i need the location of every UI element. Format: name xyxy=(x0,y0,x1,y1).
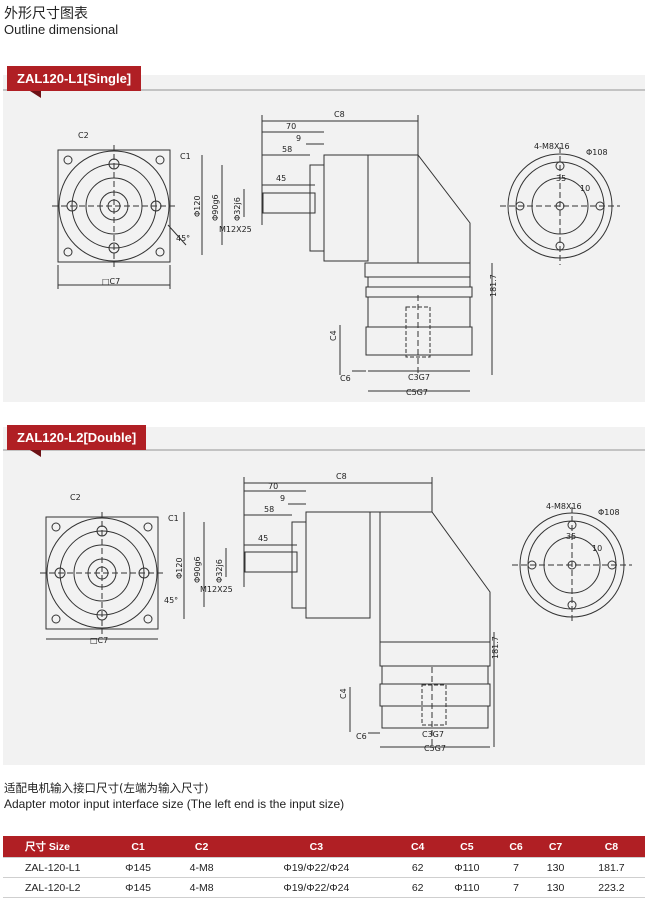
dim-phi120: Φ120 xyxy=(175,557,184,579)
dim-phi32: Φ32j6 xyxy=(233,197,242,221)
table-row: ZAL-120-L1 Φ145 4-M8 Φ19/Φ22/Φ24 62 Φ110… xyxy=(3,857,645,878)
dim-58: 58 xyxy=(264,505,274,514)
dim-45deg: 45° xyxy=(164,596,178,605)
dim-c5g7: C5G7 xyxy=(406,388,428,397)
table-cell: 130 xyxy=(533,877,578,898)
ribbon-tail xyxy=(30,450,41,457)
dim-70: 70 xyxy=(286,122,296,131)
table-cell: Φ19/Φ22/Φ24 xyxy=(232,857,401,878)
dim-c3g7: C3G7 xyxy=(408,373,430,382)
dim-c7: □C7 xyxy=(90,636,108,645)
dim-phi32: Φ32j6 xyxy=(215,559,224,583)
dim-9: 9 xyxy=(296,134,301,143)
note-cn: 适配电机输入接口尺寸(左端为输入尺寸) xyxy=(4,781,209,795)
note-en: Adapter motor input interface size (The … xyxy=(4,797,345,811)
page-title-en: Outline dimensional xyxy=(4,22,119,37)
dim-181-7: 181.7 xyxy=(491,636,500,659)
dim-c6: C6 xyxy=(356,732,367,741)
dim-35: 35 xyxy=(566,532,576,541)
page-title-cn: 外形尺寸图表 xyxy=(4,6,88,22)
col-header: C4 xyxy=(400,836,435,858)
table-cell: Φ145 xyxy=(105,857,172,878)
col-header: C8 xyxy=(577,836,645,858)
table-cell: ZAL-120-L2 xyxy=(3,877,105,898)
table-cell: 181.7 xyxy=(577,857,645,878)
table-cell: Φ110 xyxy=(434,857,499,878)
dim-58: 58 xyxy=(282,145,292,154)
col-header: C3 xyxy=(232,836,401,858)
dim-10: 10 xyxy=(580,184,590,193)
dim-phi90: Φ90g6 xyxy=(193,556,202,583)
dim-c8: C8 xyxy=(336,472,347,481)
col-header: C7 xyxy=(533,836,578,858)
dim-c2: C2 xyxy=(70,493,81,502)
section-label-l1: ZAL120-L1[Single] xyxy=(7,66,142,91)
dim-45deg: 45° xyxy=(176,234,190,243)
dim-m8x16: 4-M8X16 xyxy=(534,142,570,151)
dim-phi108: Φ108 xyxy=(586,148,608,157)
col-header: 尺寸 Size xyxy=(3,836,105,858)
dim-c4: C4 xyxy=(329,330,338,341)
table-cell: Φ110 xyxy=(434,877,499,898)
dim-c5g7: C5G7 xyxy=(424,744,446,753)
dim-phi108: Φ108 xyxy=(598,508,620,517)
table-cell: 223.2 xyxy=(577,877,645,898)
dim-m8x16: 4-M8X16 xyxy=(546,502,582,511)
col-header: C5 xyxy=(434,836,499,858)
drawing-l2: C2 C1 □C7 45° C8 70 9 58 45 Φ120 Φ90g6 Φ… xyxy=(40,472,632,753)
dim-c4: C4 xyxy=(339,688,348,699)
dim-c1: C1 xyxy=(180,152,191,161)
table-cell: 62 xyxy=(400,857,435,878)
ribbon-tail xyxy=(30,91,41,98)
bolt-hole xyxy=(63,247,73,257)
dim-phi90: Φ90g6 xyxy=(211,194,220,221)
dim-181-7: 181.7 xyxy=(489,274,498,297)
dim-c1: C1 xyxy=(168,514,179,523)
table-cell: 7 xyxy=(498,857,534,878)
table-header-row: 尺寸 Size C1 C2 C3 C4 C5 C6 C7 C8 xyxy=(3,836,645,858)
dim-c7: □C7 xyxy=(102,277,120,286)
dim-m12: M12X25 xyxy=(219,225,252,234)
table-cell: ZAL-120-L1 xyxy=(3,857,105,878)
dim-c2: C2 xyxy=(78,131,89,140)
dim-m12: M12X25 xyxy=(200,585,233,594)
bolt-hole xyxy=(155,247,165,257)
table-cell: Φ145 xyxy=(105,877,172,898)
bolt-hole xyxy=(155,155,165,165)
col-header: C2 xyxy=(171,836,233,858)
table-cell: 7 xyxy=(498,877,534,898)
dim-70: 70 xyxy=(268,482,278,491)
table-cell: 4-M8 xyxy=(171,857,233,878)
dim-45: 45 xyxy=(276,174,286,183)
col-header: C6 xyxy=(498,836,534,858)
ribbon-rule-top xyxy=(3,449,645,451)
dim-35: 35 xyxy=(556,174,566,183)
dim-c8: C8 xyxy=(334,110,345,119)
dim-10: 10 xyxy=(592,544,602,553)
table-cell: 4-M8 xyxy=(171,877,233,898)
drawing-l1: C2 C1 □C7 45° C8 70 9 58 45 Φ120 Φ90g6 Φ… xyxy=(52,110,620,397)
table-cell: Φ19/Φ22/Φ24 xyxy=(232,877,401,898)
dim-45: 45 xyxy=(258,534,268,543)
ribbon-rule-top xyxy=(3,89,645,91)
bolt-hole xyxy=(63,155,73,165)
dim-c6: C6 xyxy=(340,374,351,383)
table-row: ZAL-120-L2 Φ145 4-M8 Φ19/Φ22/Φ24 62 Φ110… xyxy=(3,877,645,898)
table-cell: 62 xyxy=(400,877,435,898)
col-header: C1 xyxy=(105,836,172,858)
dim-c3g7: C3G7 xyxy=(422,730,444,739)
spec-table: 尺寸 Size C1 C2 C3 C4 C5 C6 C7 C8 ZAL-120-… xyxy=(3,836,645,898)
dim-phi120: Φ120 xyxy=(193,195,202,217)
table-cell: 130 xyxy=(533,857,578,878)
section-label-l2: ZAL120-L2[Double] xyxy=(7,425,147,450)
dim-9: 9 xyxy=(280,494,285,503)
